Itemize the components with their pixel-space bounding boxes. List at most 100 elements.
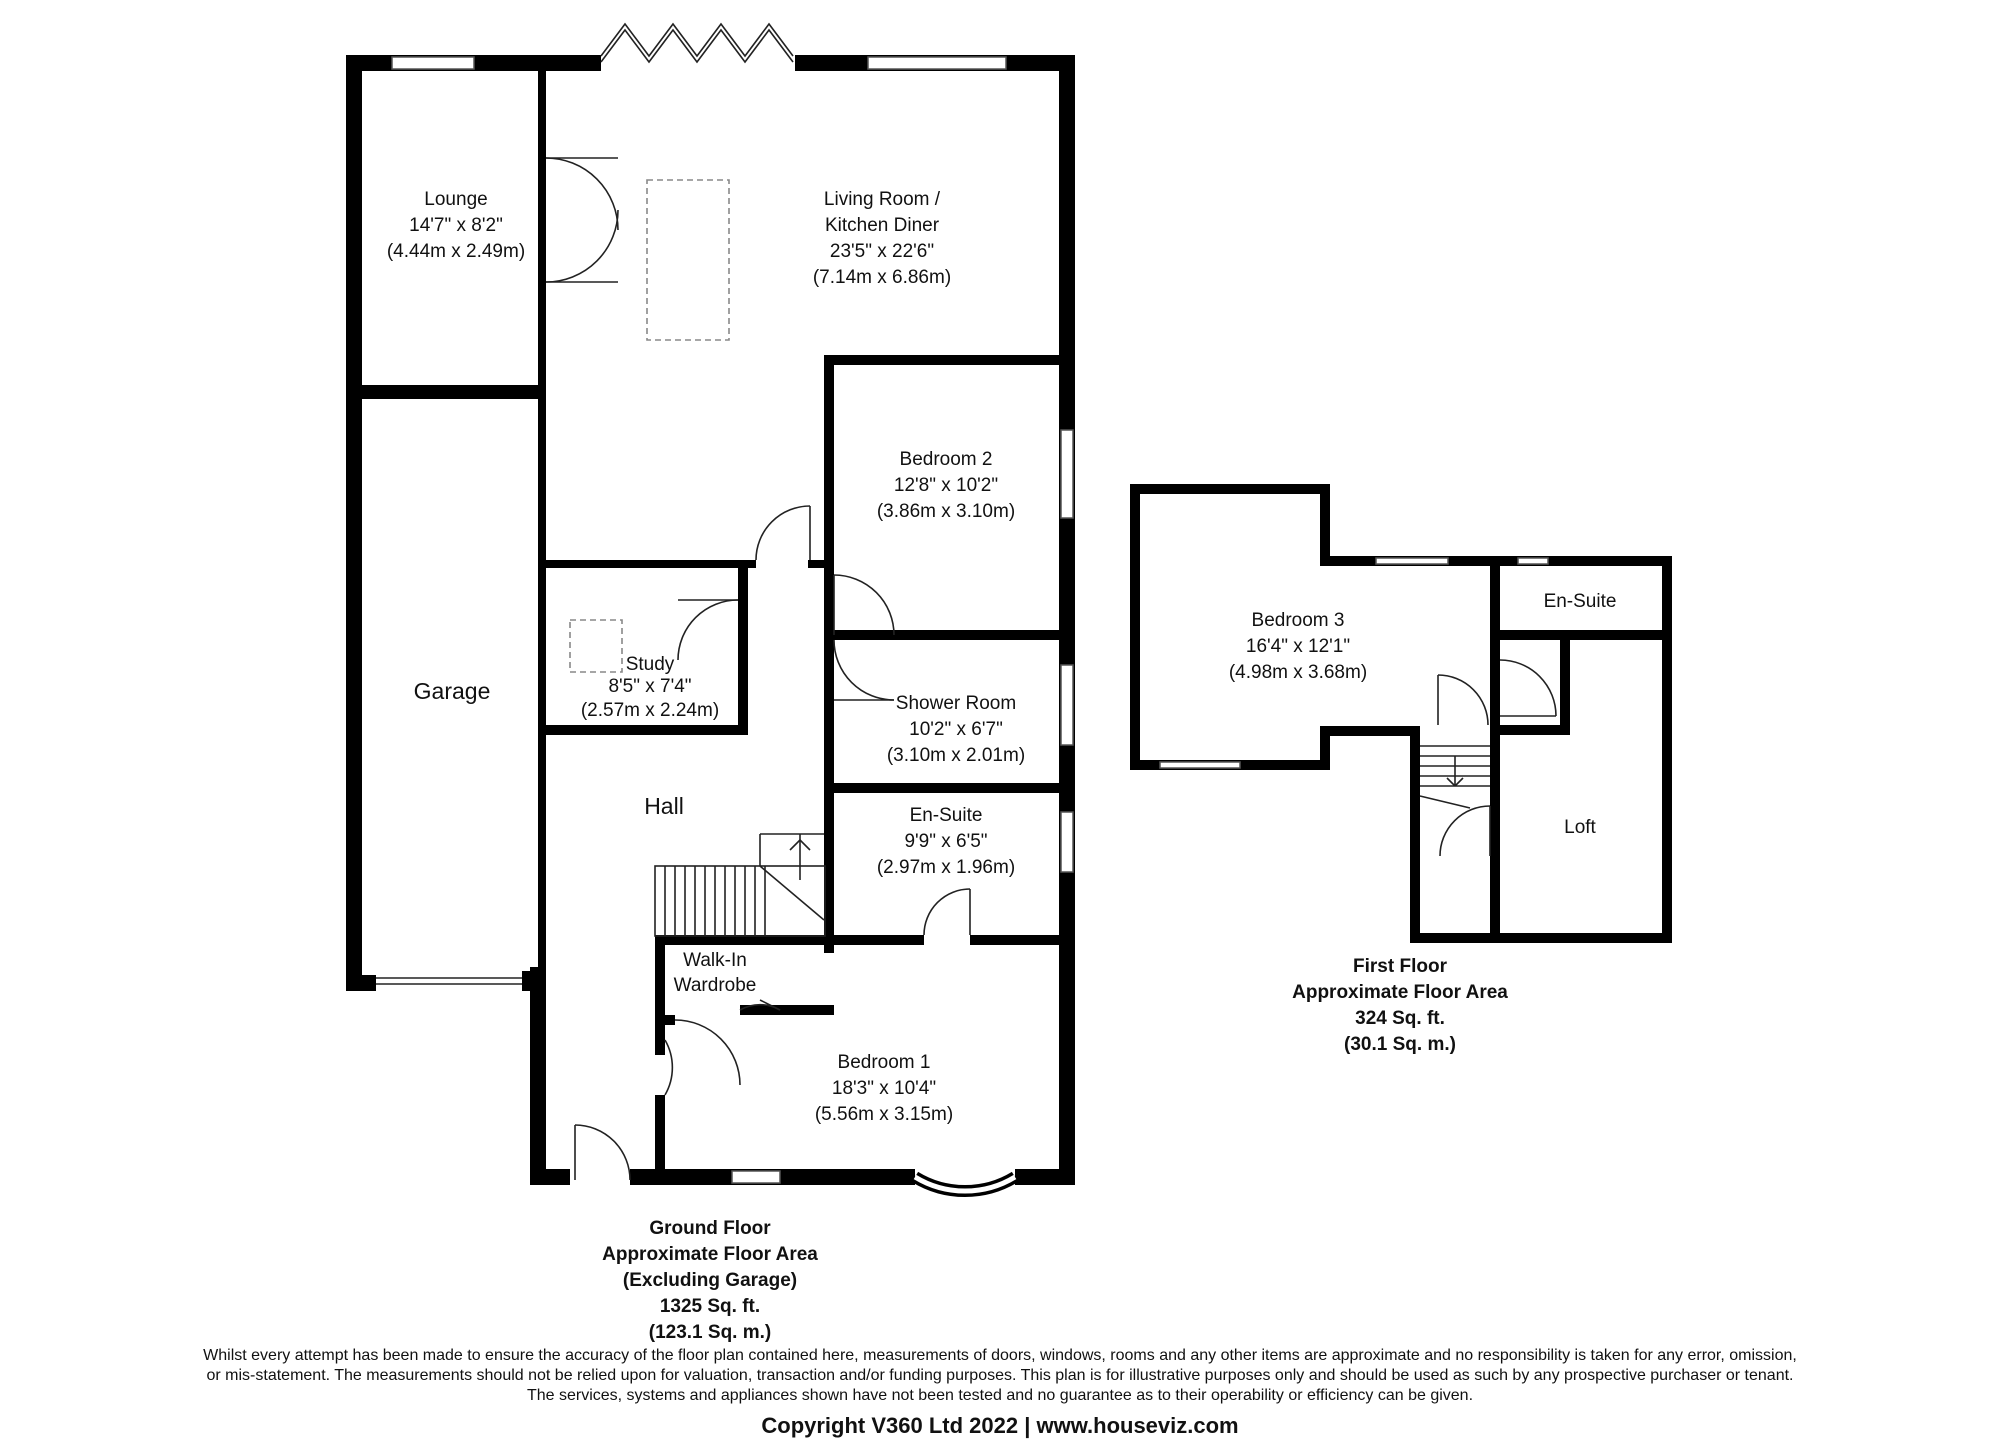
wall-garage-front-right xyxy=(522,971,546,991)
door-bedroom2 xyxy=(833,574,895,636)
room-dims-imperial: 10'2" x 6'7" xyxy=(909,719,1003,740)
room-dims-imperial: 14'7" x 8'2" xyxy=(409,215,503,236)
room-dims-imperial: 12'8" x 10'2" xyxy=(894,475,998,496)
stairs-ground xyxy=(654,833,826,937)
copyright: Copyright V360 Ltd 2022 | www.houseviz.c… xyxy=(761,1413,1239,1438)
caption-line: (Excluding Garage) xyxy=(623,1270,797,1291)
room-dims-metric: (2.97m x 1.96m) xyxy=(877,857,1015,878)
caption-line: 1325 Sq. ft. xyxy=(660,1296,760,1317)
room-name: Walk-In xyxy=(683,950,747,971)
wall-shower-ensuite xyxy=(834,783,1075,793)
first-floor-caption: First Floor Approximate Floor Area 324 S… xyxy=(1292,956,1508,1055)
door-lounge-upper xyxy=(545,157,619,231)
door-shower xyxy=(833,639,895,701)
wall-south-left xyxy=(530,1169,570,1185)
caption-line: Approximate Floor Area xyxy=(1292,982,1508,1003)
ff-wall-b3-north xyxy=(1130,484,1330,494)
window-lounge xyxy=(391,56,475,70)
wall-wardrobe-north xyxy=(655,935,834,945)
ff-wall-landing-top xyxy=(1320,726,1420,736)
stairs-first xyxy=(1419,745,1490,809)
room-dims-metric: (7.14m x 6.86m) xyxy=(813,267,951,288)
disclaimer-line: or mis-statement. The measurements shoul… xyxy=(206,1367,1794,1384)
door-lounge-lower xyxy=(545,209,619,283)
wall-west-garage xyxy=(346,55,362,991)
room-dims-imperial: 18'3" x 10'4" xyxy=(832,1078,936,1099)
wall-living-study xyxy=(546,560,756,568)
caption-line: First Floor xyxy=(1353,956,1448,977)
door-hall-living xyxy=(755,505,811,561)
wall-ensuite-south-right xyxy=(970,935,1075,945)
ff-wall-b3-west xyxy=(1130,484,1140,770)
ground-floor-caption: Ground Floor Approximate Floor Area (Exc… xyxy=(602,1218,818,1343)
room-label-bedroom1: Bedroom 1 18'3" x 10'4" (5.56m x 3.15m) xyxy=(815,1052,953,1125)
room-name: Lounge xyxy=(424,189,487,210)
door-ff-ensuite xyxy=(1499,659,1557,717)
disclaimer: Whilst every attempt has been made to en… xyxy=(20,1346,1980,1406)
room-label-wardrobe: Walk-In Wardrobe xyxy=(674,950,757,996)
skylight-study xyxy=(569,619,623,673)
door-loft xyxy=(1439,805,1491,857)
wall-wardrobe-south-left xyxy=(655,1015,675,1025)
ff-wall-loft-top xyxy=(1490,725,1570,735)
room-label-garage: Garage xyxy=(414,678,491,704)
wall-bedroom1-west xyxy=(655,1095,665,1185)
room-dims-imperial: 23'5" x 22'6" xyxy=(830,241,934,262)
room-label-loft: Loft xyxy=(1564,817,1596,838)
room-dims-metric: (4.98m x 3.68m) xyxy=(1229,662,1367,683)
caption-line: (123.1 Sq. m.) xyxy=(649,1322,772,1343)
room-label-hall: Hall xyxy=(644,793,684,819)
caption-line: (30.1 Sq. m.) xyxy=(1344,1034,1456,1055)
room-label-ensuite-gf: En-Suite 9'9" x 6'5" (2.97m x 1.96m) xyxy=(877,805,1015,878)
room-label-ensuite-ff: En-Suite xyxy=(1544,591,1617,612)
skylight-living xyxy=(646,179,730,341)
room-name: Study xyxy=(626,654,675,675)
room-dims-metric: (2.57m x 2.24m) xyxy=(581,700,719,721)
door-ensuite xyxy=(923,888,971,936)
ff-wall-east xyxy=(1662,556,1672,943)
wall-lounge-garage xyxy=(354,385,546,399)
wall-west-hall xyxy=(530,967,546,1185)
room-label-bedroom2: Bedroom 2 12'8" x 10'2" (3.86m x 3.10m) xyxy=(877,449,1015,522)
door-bedroom3 xyxy=(1437,674,1489,726)
room-label-lounge: Lounge 14'7" x 8'2" (4.44m x 2.49m) xyxy=(387,189,525,262)
room-dims-metric: (5.56m x 3.15m) xyxy=(815,1104,953,1125)
room-name: Bedroom 3 xyxy=(1252,610,1345,631)
ff-wall-mid xyxy=(1490,556,1500,943)
window-ensuite xyxy=(1060,811,1074,873)
room-label-study: Study 8'5" x 7'4" (2.57m x 2.24m) xyxy=(581,654,719,721)
room-dims-imperial: 9'9" x 6'5" xyxy=(904,831,987,852)
wall-wardrobe-west xyxy=(655,935,665,1055)
window-bedroom2 xyxy=(1060,429,1074,519)
wall-south-right xyxy=(1015,1169,1075,1185)
wall-bedroom2-shower xyxy=(834,630,1075,640)
wall-lounge-garage-hall xyxy=(538,71,546,971)
wall-stub xyxy=(808,560,834,568)
ff-wall-ensuite-south xyxy=(1490,630,1672,640)
wall-bedrooms-west xyxy=(824,355,834,953)
room-label-shower: Shower Room 10'2" x 6'7" (3.10m x 2.01m) xyxy=(887,693,1025,766)
disclaimer-line: The services, systems and appliances sho… xyxy=(526,1387,1474,1404)
bifold-doors xyxy=(600,22,794,58)
wall-wardrobe-south-right xyxy=(740,1005,834,1015)
room-name: En-Suite xyxy=(910,805,983,826)
room-dims-metric: (3.10m x 2.01m) xyxy=(887,745,1025,766)
ff-wall-loft-west xyxy=(1560,640,1570,735)
door-study xyxy=(677,599,739,661)
window-ff-landing xyxy=(1375,557,1449,565)
room-name: Living Room / xyxy=(824,189,941,210)
room-name: Bedroom 1 xyxy=(838,1052,931,1073)
window-bedroom3 xyxy=(1159,761,1241,769)
wall-bedroom2-north xyxy=(824,355,1075,365)
wall-study-east xyxy=(738,568,748,733)
window-shower xyxy=(1060,664,1074,746)
room-name: Shower Room xyxy=(896,693,1016,714)
room-dims-metric: (3.86m x 3.10m) xyxy=(877,501,1015,522)
caption-line: Ground Floor xyxy=(649,1218,771,1239)
room-name-cont: Kitchen Diner xyxy=(825,215,940,236)
room-dims-imperial: 8'5" x 7'4" xyxy=(608,676,691,697)
room-label-bedroom3: Bedroom 3 16'4" x 12'1" (4.98m x 3.68m) xyxy=(1229,610,1367,683)
disclaimer-line: Whilst every attempt has been made to en… xyxy=(203,1347,1797,1364)
caption-line: Approximate Floor Area xyxy=(602,1244,818,1265)
ff-wall-b3-south-step xyxy=(1320,726,1330,770)
